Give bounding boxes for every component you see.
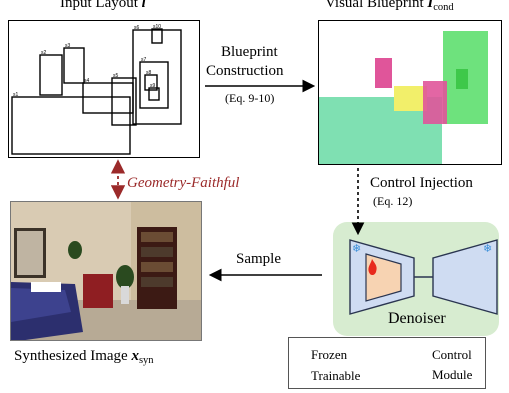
blueprint-label-1: Blueprint: [221, 44, 278, 60]
layout-box-s9: [148, 87, 160, 101]
unet-decoder: [432, 239, 498, 315]
layout-label: s9: [150, 83, 156, 89]
blueprint-region-plant: [456, 69, 468, 89]
control-injection-eq: (Eq. 12): [373, 194, 413, 208]
layout-label: s3: [65, 43, 71, 49]
layout-box-s4: [82, 82, 134, 114]
layout-box-s5: [111, 77, 137, 126]
layout-label: s8: [146, 70, 152, 76]
synthesized-image: [10, 201, 202, 341]
layout-label: s5: [113, 73, 119, 79]
layout-label: s2: [41, 50, 47, 56]
layout-box-s3: [63, 47, 85, 84]
blueprint-region-lamp: [394, 86, 427, 111]
blueprint-eq: (Eq. 9-10): [225, 91, 275, 105]
legend-control-label-2: Module: [432, 367, 473, 382]
legend-frozen-label: Frozen: [311, 347, 348, 362]
input-layout-title: Input Layout l: [60, 0, 146, 11]
trainable-icon: [368, 259, 377, 276]
denoiser-label: Denoiser: [388, 310, 446, 327]
control-injection-label: Control Injection: [370, 175, 473, 191]
layout-label: s7: [141, 57, 147, 63]
layout-boxes: [11, 28, 182, 155]
layout-label: s6: [134, 25, 140, 31]
layout-box-s6: [132, 29, 182, 125]
blueprint-region-frame: [375, 58, 392, 88]
blueprint-region-chair: [423, 81, 447, 124]
geometry-faithful-label: Geometry-Faithful: [127, 175, 240, 191]
layout-label: s1: [13, 92, 19, 98]
layout-box-labels: s1 s2 s3 s4 s5 s6 s7 s8 s9 s10: [13, 24, 161, 98]
blueprint-label-2: Construction: [206, 63, 284, 79]
layout-box-s2: [39, 54, 63, 96]
synthesized-image-caption: Synthesized Image xsyn: [14, 348, 154, 366]
visual-blueprint-panel: [318, 20, 502, 165]
sample-label: Sample: [236, 251, 281, 267]
legend-trainable-label: Trainable: [311, 368, 361, 383]
visual-blueprint-title: Visual Blueprint Icond: [325, 0, 454, 13]
layout-label: s4: [84, 78, 90, 84]
legend-control-label-1: Control: [432, 347, 472, 362]
legend: Frozen Trainable Control Module: [288, 337, 486, 389]
frozen-icon: ❄: [483, 242, 492, 255]
frozen-icon: ❄: [352, 242, 361, 255]
layout-box-s8: [144, 74, 158, 91]
layout-label: s10: [153, 24, 161, 30]
layout-box-s7: [139, 61, 169, 109]
layout-box-s10: [151, 28, 163, 44]
